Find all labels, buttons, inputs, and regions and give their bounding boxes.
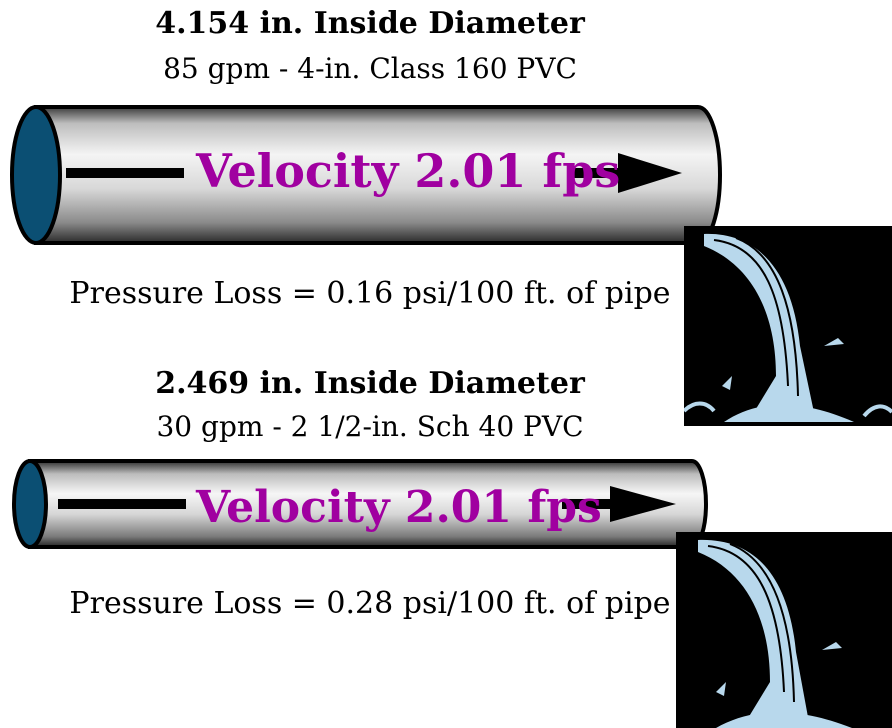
pipe-small-title: 2.469 in. Inside Diameter — [155, 366, 585, 401]
pipe-large — [10, 105, 722, 245]
water-pour-large — [684, 226, 892, 426]
pipe-small-pressure-loss: Pressure Loss = 0.28 psi/100 ft. of pipe — [69, 586, 671, 621]
pipe-large-velocity: Velocity 2.01 fps — [196, 144, 621, 198]
pipe-large-title: 4.154 in. Inside Diameter — [155, 6, 585, 41]
pipe-small-subtitle: 30 gpm - 2 1/2-in. Sch 40 PVC — [156, 410, 584, 443]
flow-arrow-icon — [562, 486, 676, 522]
water-pour-icon — [698, 539, 852, 728]
pipe-small-velocity: Velocity 2.01 fps — [196, 482, 602, 533]
pipe-small — [12, 459, 708, 549]
water-pour-icon — [684, 233, 892, 422]
flow-arrow-icon — [570, 153, 682, 193]
flow-line-left — [66, 168, 184, 178]
flow-line-left — [58, 499, 186, 509]
water-pour-small — [676, 532, 892, 728]
pipe-large-pressure-loss: Pressure Loss = 0.16 psi/100 ft. of pipe — [69, 276, 671, 311]
pipe-large-subtitle: 85 gpm - 4-in. Class 160 PVC — [163, 52, 577, 85]
